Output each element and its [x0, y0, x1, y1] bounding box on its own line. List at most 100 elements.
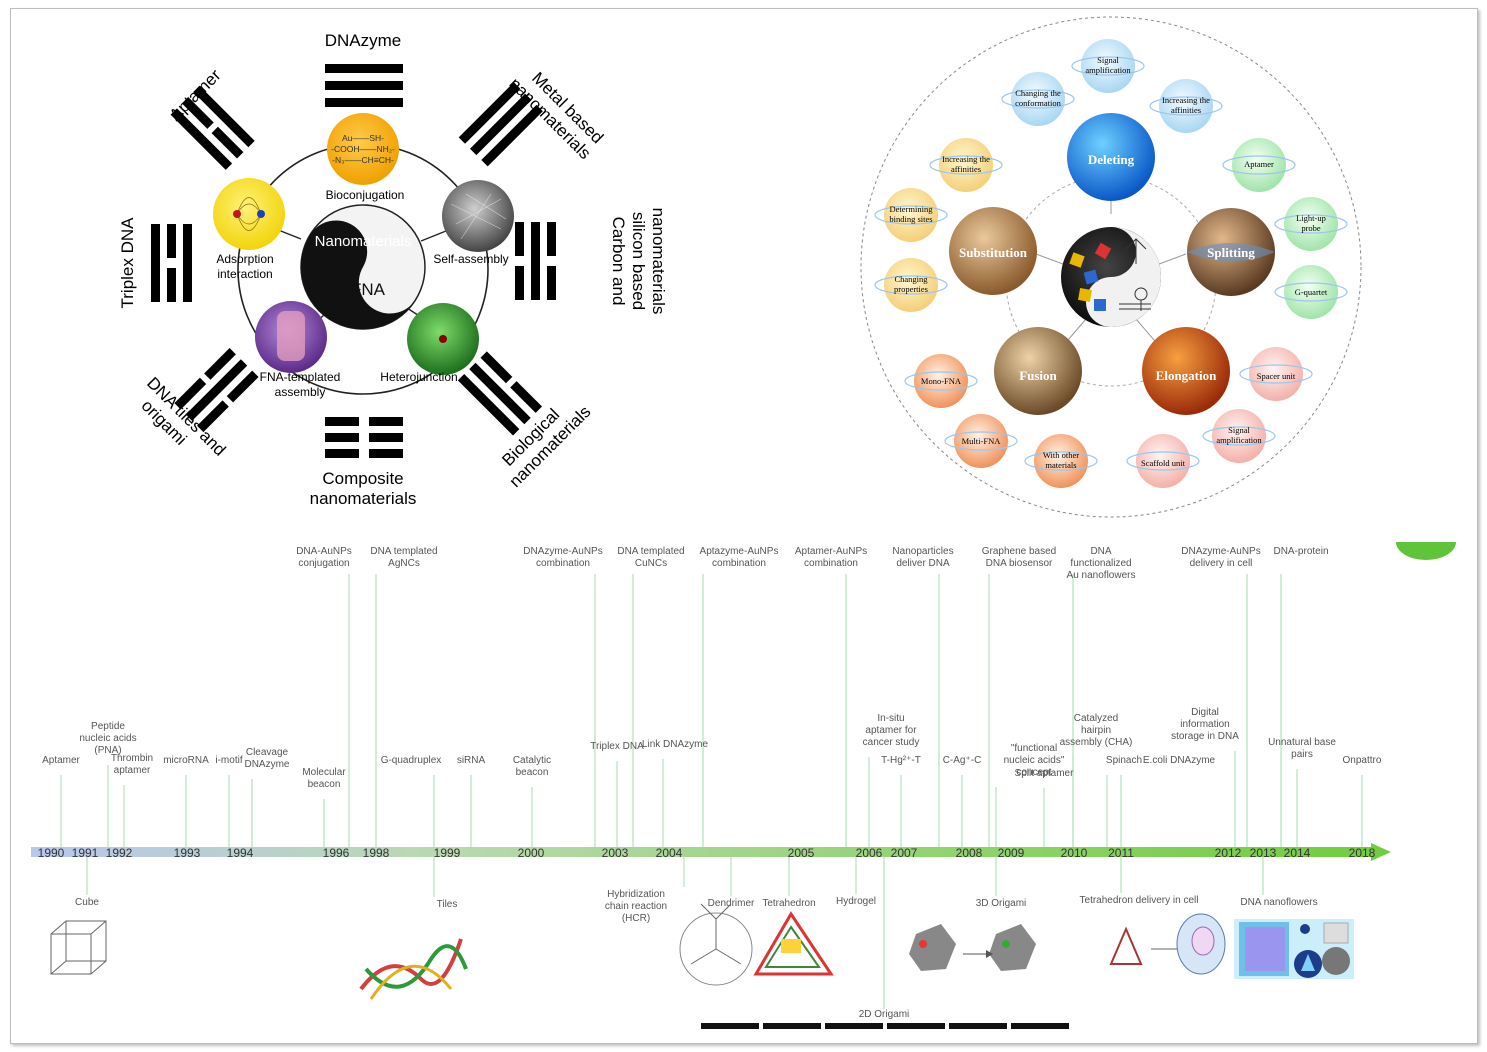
trigram-bottom: [325, 417, 403, 458]
milestone-bottom-6: 2D Origami: [859, 1009, 910, 1020]
year-2004: 2004: [656, 846, 683, 860]
satellite-mono-fna: Mono-FNA: [904, 354, 978, 408]
timeline-axis: [31, 843, 1391, 861]
positive-charge-icon: [233, 210, 241, 218]
core-dot: [439, 335, 447, 343]
year-2018: 2018: [1349, 846, 1376, 860]
planet-elongation: [1142, 327, 1230, 415]
chem-line-1: Au——SH-: [342, 133, 384, 143]
figure-canvas: Nanomaterials FNA Au——SH- -COOH——NH₂- -N…: [31, 16, 1456, 1029]
dna-nanoflowers-thumbnail: [1234, 919, 1354, 979]
planet-label-fusion: Fusion: [1019, 368, 1057, 383]
milestone-upper-10: DNA-protein: [1273, 546, 1328, 557]
planet-label-deleting: Deleting: [1088, 152, 1135, 167]
trigram-bottom-left: [174, 347, 259, 433]
year-2008: 2008: [956, 846, 983, 860]
negative-charge-icon: [257, 210, 265, 218]
svg-text:Aptamer: Aptamer: [1244, 159, 1274, 169]
milestone-bottom-0: Cube: [75, 897, 99, 908]
year-1994: 1994: [227, 846, 254, 860]
planet-label-elongation: Elongation: [1156, 368, 1217, 383]
partial-image-top-right: [1396, 542, 1456, 560]
tetrahedron-thumbnail: [753, 911, 834, 976]
year-2010: 2010: [1061, 846, 1088, 860]
yin-yang-top-label: Nanomaterials: [315, 233, 412, 250]
milestone-bottom-9: DNA nanoflowers: [1240, 897, 1317, 908]
panel-a: Nanomaterials FNA Au——SH- -COOH——NH₂- -N…: [118, 31, 668, 508]
yin-yang: Nanomaterials FNA: [300, 204, 426, 330]
circle-label-top: Bioconjugation: [326, 188, 405, 202]
milestone-bottom-4: Tetrahedron: [762, 898, 815, 909]
milestone-bottom-5: Hydrogel: [836, 896, 876, 907]
ring-band: [1187, 243, 1275, 262]
adsorption-circle: [213, 178, 285, 250]
year-2011: 2011: [1108, 846, 1134, 860]
milestone-lower-14: C-Ag⁺-C: [943, 755, 982, 766]
bioconjugation-circle: [327, 113, 399, 185]
svg-text:Spacer unit: Spacer unit: [1257, 371, 1296, 381]
self-assembly-circle: [442, 180, 514, 252]
milestone-bottom-8: Tetrahedron delivery in cell: [1080, 895, 1199, 906]
chem-line-2: -COOH——NH₂-: [331, 144, 395, 154]
satellite-g-quartet: G-quartet: [1274, 265, 1348, 319]
trigram-label-top: DNAzyme: [325, 31, 402, 50]
milestone-lower-22: Onpattro: [1343, 755, 1382, 766]
trigram-label-right: Carbon andsilicon basednanomaterials: [609, 208, 668, 315]
dna-tiles-icon: [1069, 242, 1112, 311]
milestone-lower-18: Spinach: [1106, 755, 1142, 766]
timeline-ticks: [60, 574, 1363, 1009]
milestone-bottom-3: Dendrimer: [708, 898, 755, 909]
figure-frame: Nanomaterials FNA Au——SH- -COOH——NH₂- -N…: [10, 8, 1478, 1044]
milestone-lower-11: Link DNAzyme: [642, 739, 709, 750]
satellite-aptamer: Aptamer: [1222, 138, 1296, 192]
milestone-lower-7: G-quadruplex: [381, 755, 442, 766]
scale-bars: [701, 1023, 1069, 1029]
milestone-lower-4: i-motif: [215, 755, 242, 766]
trigram-label-top-right: Metal basednanomaterials: [506, 60, 609, 163]
year-1990: 1990: [38, 846, 65, 860]
planet-label-splitting: Splitting: [1207, 245, 1255, 260]
dendrimer-thumbnail: [679, 903, 753, 986]
yin-yang-bottom-label: FNA: [351, 280, 386, 299]
svg-text:G-quartet: G-quartet: [1295, 287, 1328, 297]
trigram-right: [515, 222, 556, 300]
cube-thumbnail: [50, 920, 107, 975]
trigram-top-left: [170, 85, 255, 170]
timeline-thumbnails: [50, 542, 1456, 1000]
year-1999: 1999: [434, 846, 461, 860]
year-1993: 1993: [174, 846, 201, 860]
milestone-bottom-1: Tiles: [437, 899, 458, 910]
trigram-label-left: Triplex DNA: [118, 217, 137, 309]
